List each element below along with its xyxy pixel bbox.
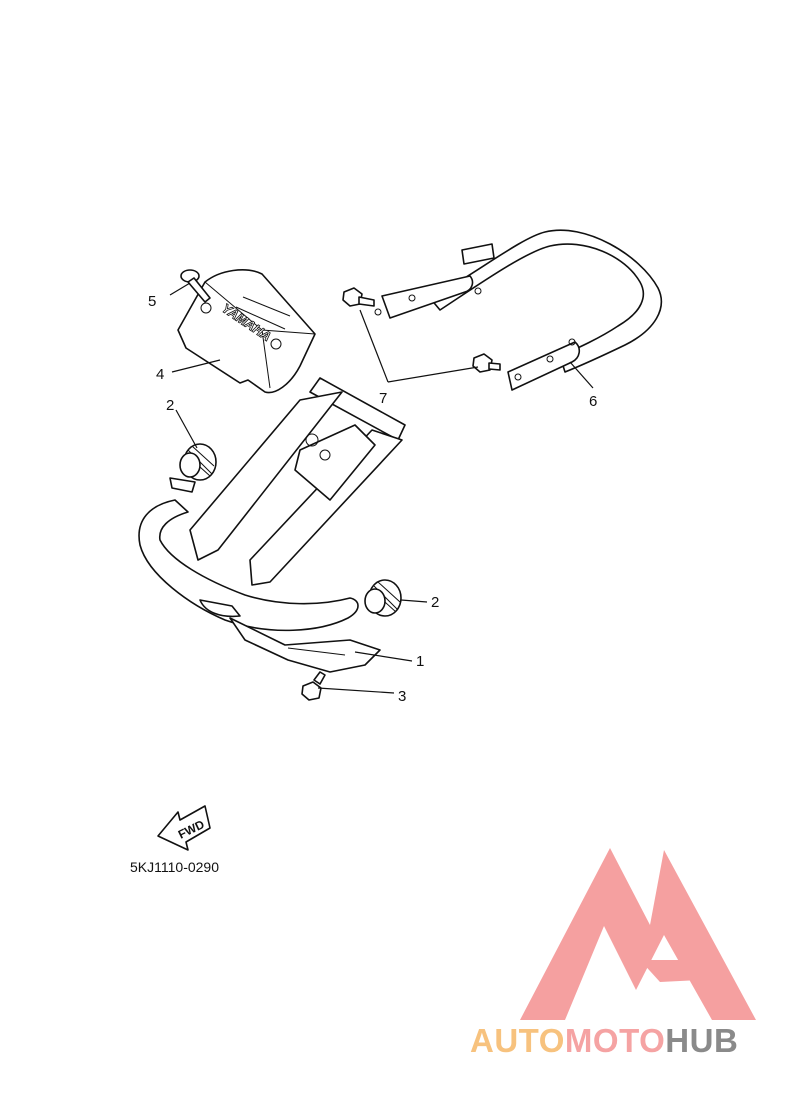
callout-7: 7 xyxy=(379,390,387,407)
callout-1: 1 xyxy=(416,653,424,670)
guard-bolt-part xyxy=(301,671,326,701)
rail-bolt-lower xyxy=(472,353,501,373)
grommet-upper xyxy=(179,443,217,481)
watermark-logo-icon xyxy=(520,848,756,1020)
grommet-lower xyxy=(364,579,402,617)
rail-bolt-upper xyxy=(342,287,375,307)
cover-screw-part xyxy=(180,269,211,303)
drawing-code: 5KJ1110-0290 xyxy=(130,859,219,875)
watermark-brand: AUTOMOTOHUB xyxy=(470,1022,738,1059)
callout-2-upper: 2 xyxy=(166,397,174,414)
front-guard-part xyxy=(138,377,406,673)
grab-rail-part xyxy=(374,229,663,391)
callout-5: 5 xyxy=(148,293,156,310)
callout-6: 6 xyxy=(589,393,597,410)
fwd-arrow-icon: FWD xyxy=(157,805,211,851)
leader-lines xyxy=(169,282,594,694)
callout-3: 3 xyxy=(398,688,406,705)
callout-2-lower: 2 xyxy=(431,594,439,611)
callout-4: 4 xyxy=(156,366,164,383)
